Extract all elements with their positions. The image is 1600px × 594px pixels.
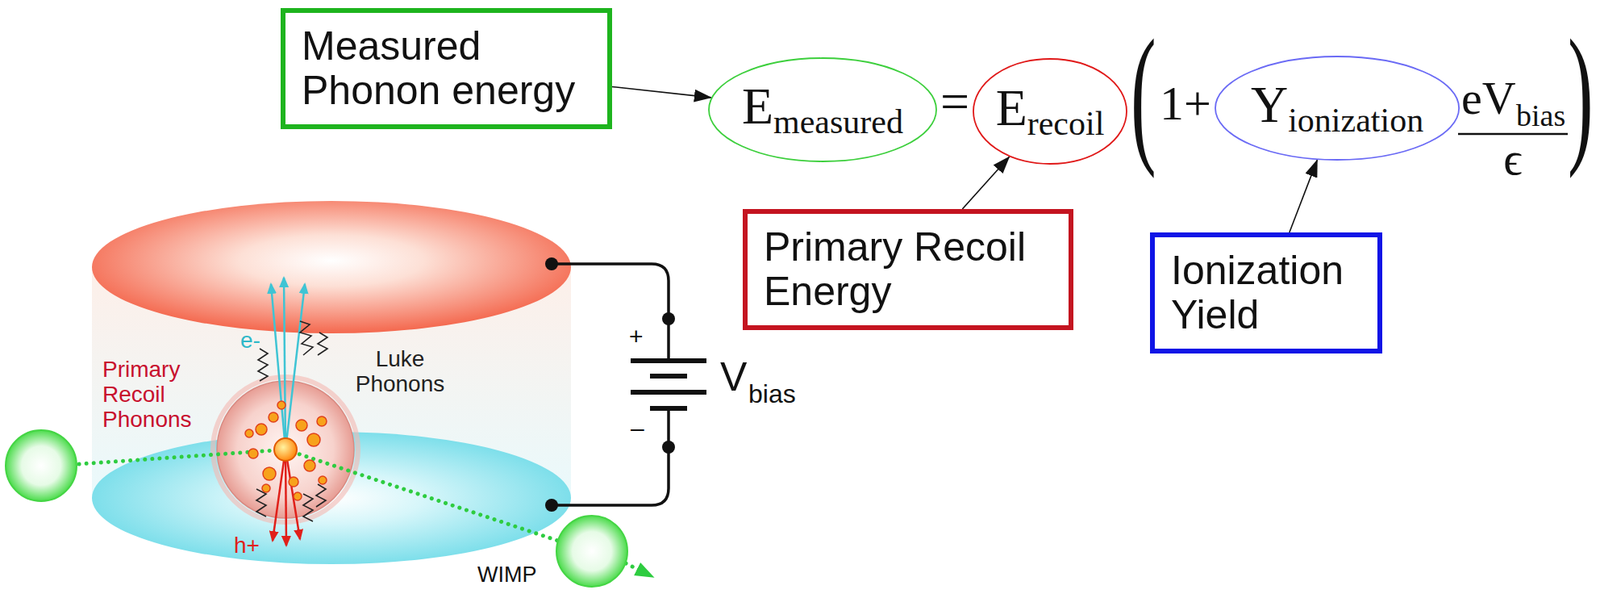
oval-outline xyxy=(1215,56,1459,160)
particle-label: WIMP xyxy=(477,563,538,586)
equation-term: 1+ xyxy=(1159,79,1212,128)
callout-box: Measured Phonon energy xyxy=(280,8,613,130)
carrier-label: h+ xyxy=(233,533,260,557)
voltage-subscript: bias xyxy=(748,380,796,407)
cylinder-wall xyxy=(570,266,572,498)
recoil-phonons xyxy=(245,400,327,500)
wimp-track xyxy=(625,562,652,576)
recoil-core xyxy=(274,437,297,461)
formula-term: Yionization xyxy=(1250,79,1424,138)
paren: ( xyxy=(1130,16,1157,171)
battery-symbol xyxy=(630,360,707,409)
highlight-oval: Erecoil xyxy=(972,58,1128,165)
numerator: eV xyxy=(1461,75,1517,122)
highlight-oval: Yionization xyxy=(1214,55,1460,161)
formula-subscript: recoil xyxy=(1027,104,1105,142)
wimp-track xyxy=(285,449,559,541)
illustration-label: Primary Recoil Phonons xyxy=(102,357,206,432)
formula-subscript: measured xyxy=(773,103,904,141)
formula-term: Emeasured xyxy=(741,80,904,140)
oval-outline xyxy=(973,58,1127,164)
formula-symbol: E xyxy=(995,79,1028,137)
formula-symbol: E xyxy=(741,77,774,135)
top-electrode xyxy=(91,200,571,334)
carrier-label: e- xyxy=(240,329,261,352)
luke-phonons xyxy=(256,320,328,521)
subscript: bias xyxy=(1516,100,1566,131)
formula-term: Erecoil xyxy=(995,82,1105,142)
illustration-label: Luke Phonons xyxy=(346,346,454,397)
voltage-label: V xyxy=(720,356,747,397)
box-text: Primary Recoil Energy xyxy=(763,225,1053,314)
pointer-arrow xyxy=(1289,159,1318,233)
formula-subscript: ionization xyxy=(1287,101,1424,139)
highlight-oval: Emeasured xyxy=(708,57,938,163)
callout-box: Primary Recoil Energy xyxy=(742,208,1074,330)
formula-symbol: Y xyxy=(1250,75,1288,134)
polarity-sign: – xyxy=(630,416,645,441)
fraction-bar xyxy=(1458,133,1568,136)
wimp-particle xyxy=(556,515,628,587)
bias-wire xyxy=(551,263,669,505)
denominator: ϵ xyxy=(1503,135,1522,183)
wimp-particle xyxy=(5,429,77,501)
box-text: Measured Phonon energy xyxy=(301,24,592,113)
oval-outline xyxy=(708,58,937,162)
terminal-dot xyxy=(545,257,675,512)
wimp-track xyxy=(79,449,286,464)
callout-box: Ionization Yield xyxy=(1150,232,1383,354)
paren: ) xyxy=(1567,16,1594,171)
polarity-sign: + xyxy=(629,324,644,349)
pointer-arrow xyxy=(612,86,712,97)
equals-sign: = xyxy=(940,75,970,128)
pointer-arrow xyxy=(962,156,1009,209)
box-text: Ionization Yield xyxy=(1170,248,1362,338)
